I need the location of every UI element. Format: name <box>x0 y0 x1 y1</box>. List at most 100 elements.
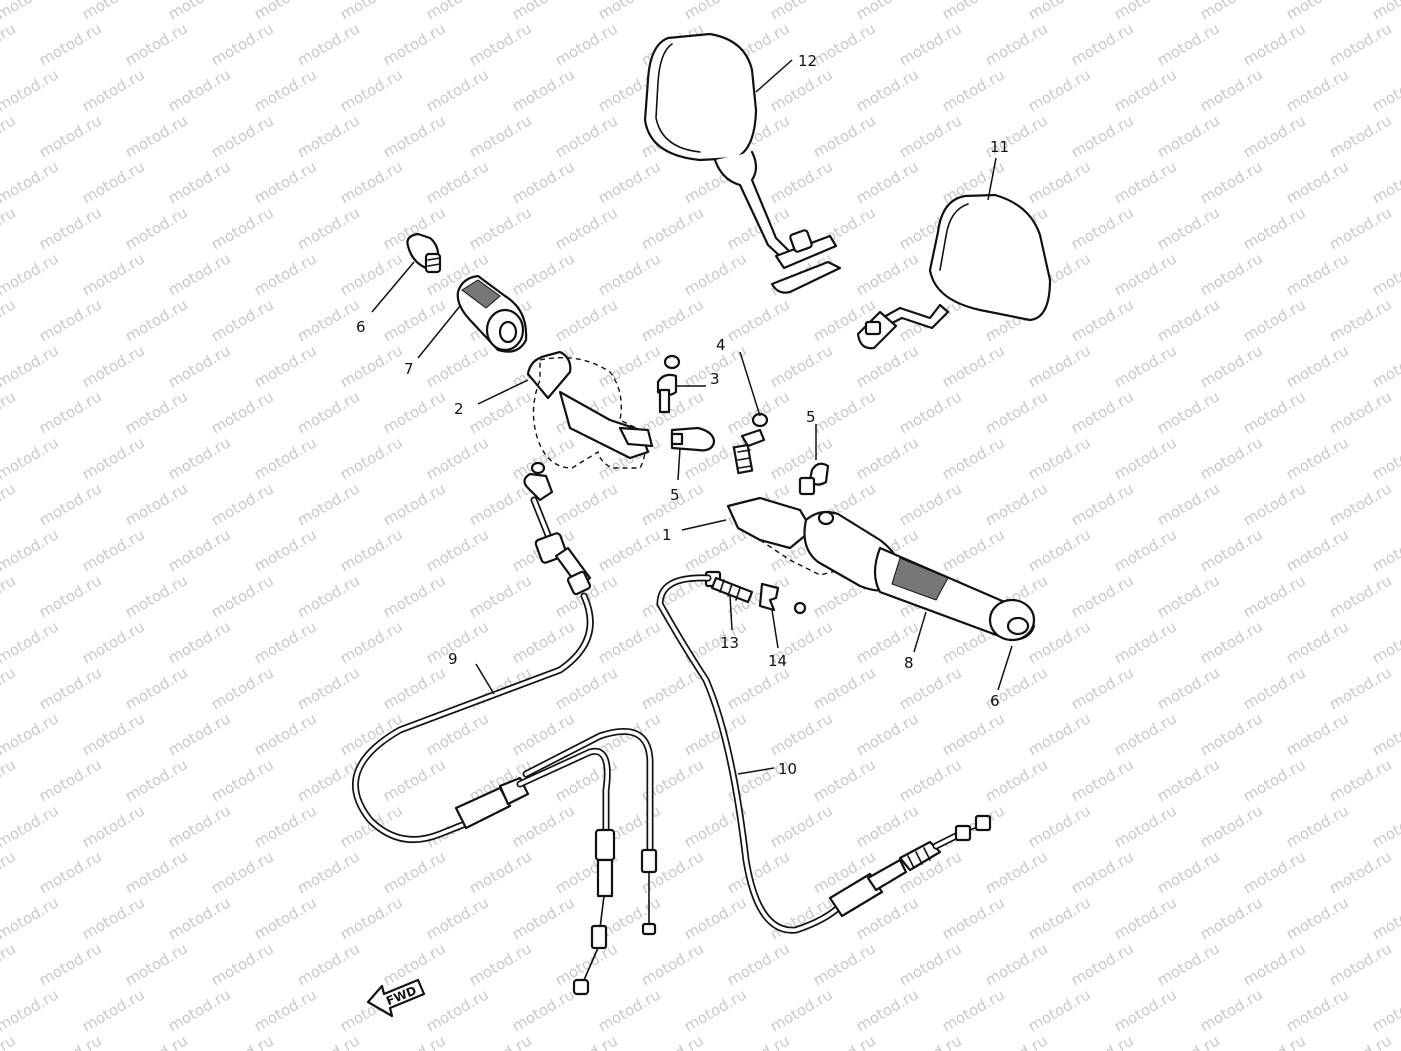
watermark-text: motod.ru <box>1111 893 1180 943</box>
watermark-text: motod.ru <box>0 203 19 253</box>
callout-throttle-assembly: 1 <box>662 526 672 544</box>
watermark-text: motod.ru <box>337 249 406 299</box>
watermark-text: motod.ru <box>595 0 664 23</box>
watermark-text: motod.ru <box>1068 755 1137 805</box>
watermark-text: motod.ru <box>0 709 62 759</box>
watermark-text: motod.ru <box>122 571 191 621</box>
watermark-text: motod.ru <box>208 663 277 713</box>
watermark-text: motod.ru <box>79 65 148 115</box>
watermark-text: motod.ru <box>0 617 62 667</box>
callout-screw-5-right: 5 <box>806 408 816 426</box>
watermark-text: motod.ru <box>380 19 449 69</box>
callout-clutch-cable: 10 <box>778 760 797 778</box>
watermark-text: motod.ru <box>423 433 492 483</box>
watermark-text: motod.ru <box>1240 571 1309 621</box>
watermark-text: motod.ru <box>767 341 836 391</box>
watermark-text: motod.ru <box>1197 249 1266 299</box>
clutch-cable <box>656 574 992 934</box>
watermark-text: motod.ru <box>122 847 191 897</box>
watermark-text: motod.ru <box>810 387 879 437</box>
watermark-text: motod.ru <box>380 479 449 529</box>
watermark-text: motod.ru <box>380 1031 449 1051</box>
watermark-text: motod.ru <box>853 985 922 1035</box>
lever-holder <box>526 350 654 469</box>
callout-adjuster-13: 13 <box>720 634 739 652</box>
watermark-text: motod.ru <box>681 0 750 23</box>
watermark-text: motod.ru <box>1369 801 1401 851</box>
watermark-text: motod.ru <box>1369 617 1401 667</box>
watermark-text: motod.ru <box>1111 433 1180 483</box>
watermark-text: motod.ru <box>509 893 578 943</box>
watermark-text: motod.ru <box>853 249 922 299</box>
watermark-text: motod.ru <box>1240 479 1309 529</box>
watermark-text: motod.ru <box>939 0 1008 23</box>
watermark-text: motod.ru <box>294 203 363 253</box>
bar-end-plug-upper <box>406 232 442 274</box>
watermark-text: motod.ru <box>939 65 1008 115</box>
watermark-text: motod.ru <box>0 157 62 207</box>
watermark-text: motod.ru <box>165 157 234 207</box>
watermark-text: motod.ru <box>896 111 965 161</box>
watermark-text: motod.ru <box>1197 157 1266 207</box>
watermark-text: motod.ru <box>294 939 363 989</box>
watermark-text: motod.ru <box>1197 893 1266 943</box>
watermark-text: motod.ru <box>1068 847 1137 897</box>
watermark-text: motod.ru <box>208 387 277 437</box>
watermark-text: motod.ru <box>1197 617 1266 667</box>
watermark-text: motod.ru <box>939 985 1008 1035</box>
watermark-text: motod.ru <box>1068 571 1137 621</box>
watermark-text: motod.ru <box>939 801 1008 851</box>
watermark-text: motod.ru <box>724 295 793 345</box>
watermark-text: motod.ru <box>595 617 664 667</box>
watermark-text: motod.ru <box>337 157 406 207</box>
watermark-text: motod.ru <box>1283 0 1352 23</box>
watermark-text: motod.ru <box>1240 847 1309 897</box>
watermark-text: motod.ru <box>165 0 234 23</box>
watermark-text: motod.ru <box>1326 111 1395 161</box>
watermark-text: motod.ru <box>294 1031 363 1051</box>
watermark-text: motod.ru <box>767 157 836 207</box>
watermark-text: motod.ru <box>79 985 148 1035</box>
watermark-text: motod.ru <box>0 341 62 391</box>
watermark-text: motod.ru <box>423 525 492 575</box>
watermark-text: motod.ru <box>1283 985 1352 1035</box>
watermark-text: motod.ru <box>767 0 836 23</box>
watermark-text: motod.ru <box>122 663 191 713</box>
watermark-text: motod.ru <box>1369 249 1401 299</box>
watermark-text: motod.ru <box>466 1031 535 1051</box>
watermark-text: motod.ru <box>896 755 965 805</box>
watermark-text: motod.ru <box>380 571 449 621</box>
watermark-text: motod.ru <box>509 801 578 851</box>
watermark-text: motod.ru <box>595 157 664 207</box>
watermark-text: motod.ru <box>810 111 879 161</box>
watermark-text: motod.ru <box>509 985 578 1035</box>
watermark-text: motod.ru <box>1369 65 1401 115</box>
watermark-text: motod.ru <box>1154 203 1223 253</box>
watermark-text: motod.ru <box>251 249 320 299</box>
watermark-text: motod.ru <box>122 295 191 345</box>
watermark-text: motod.ru <box>122 111 191 161</box>
watermark-text: motod.ru <box>595 249 664 299</box>
watermark-text: motod.ru <box>337 525 406 575</box>
watermark-text: motod.ru <box>982 939 1051 989</box>
watermark-text: motod.ru <box>0 65 62 115</box>
watermark-text: motod.ru <box>1326 939 1395 989</box>
watermark-text: motod.ru <box>36 387 105 437</box>
watermark-text: motod.ru <box>853 0 922 23</box>
watermark-text: motod.ru <box>1154 1031 1223 1051</box>
watermark-text: motod.ru <box>509 65 578 115</box>
watermark-text: motod.ru <box>36 295 105 345</box>
watermark-text: motod.ru <box>122 479 191 529</box>
watermark-text: motod.ru <box>1025 0 1094 23</box>
watermark-text: motod.ru <box>1025 157 1094 207</box>
watermark-text: motod.ru <box>165 249 234 299</box>
watermark-text: motod.ru <box>509 617 578 667</box>
watermark-text: motod.ru <box>423 65 492 115</box>
watermark-text: motod.ru <box>1068 663 1137 713</box>
adjuster-parts <box>704 570 807 615</box>
watermark-text: motod.ru <box>1068 387 1137 437</box>
watermark-text: motod.ru <box>423 985 492 1035</box>
watermark-text: motod.ru <box>294 19 363 69</box>
watermark-text: motod.ru <box>466 19 535 69</box>
watermark-text: motod.ru <box>294 295 363 345</box>
